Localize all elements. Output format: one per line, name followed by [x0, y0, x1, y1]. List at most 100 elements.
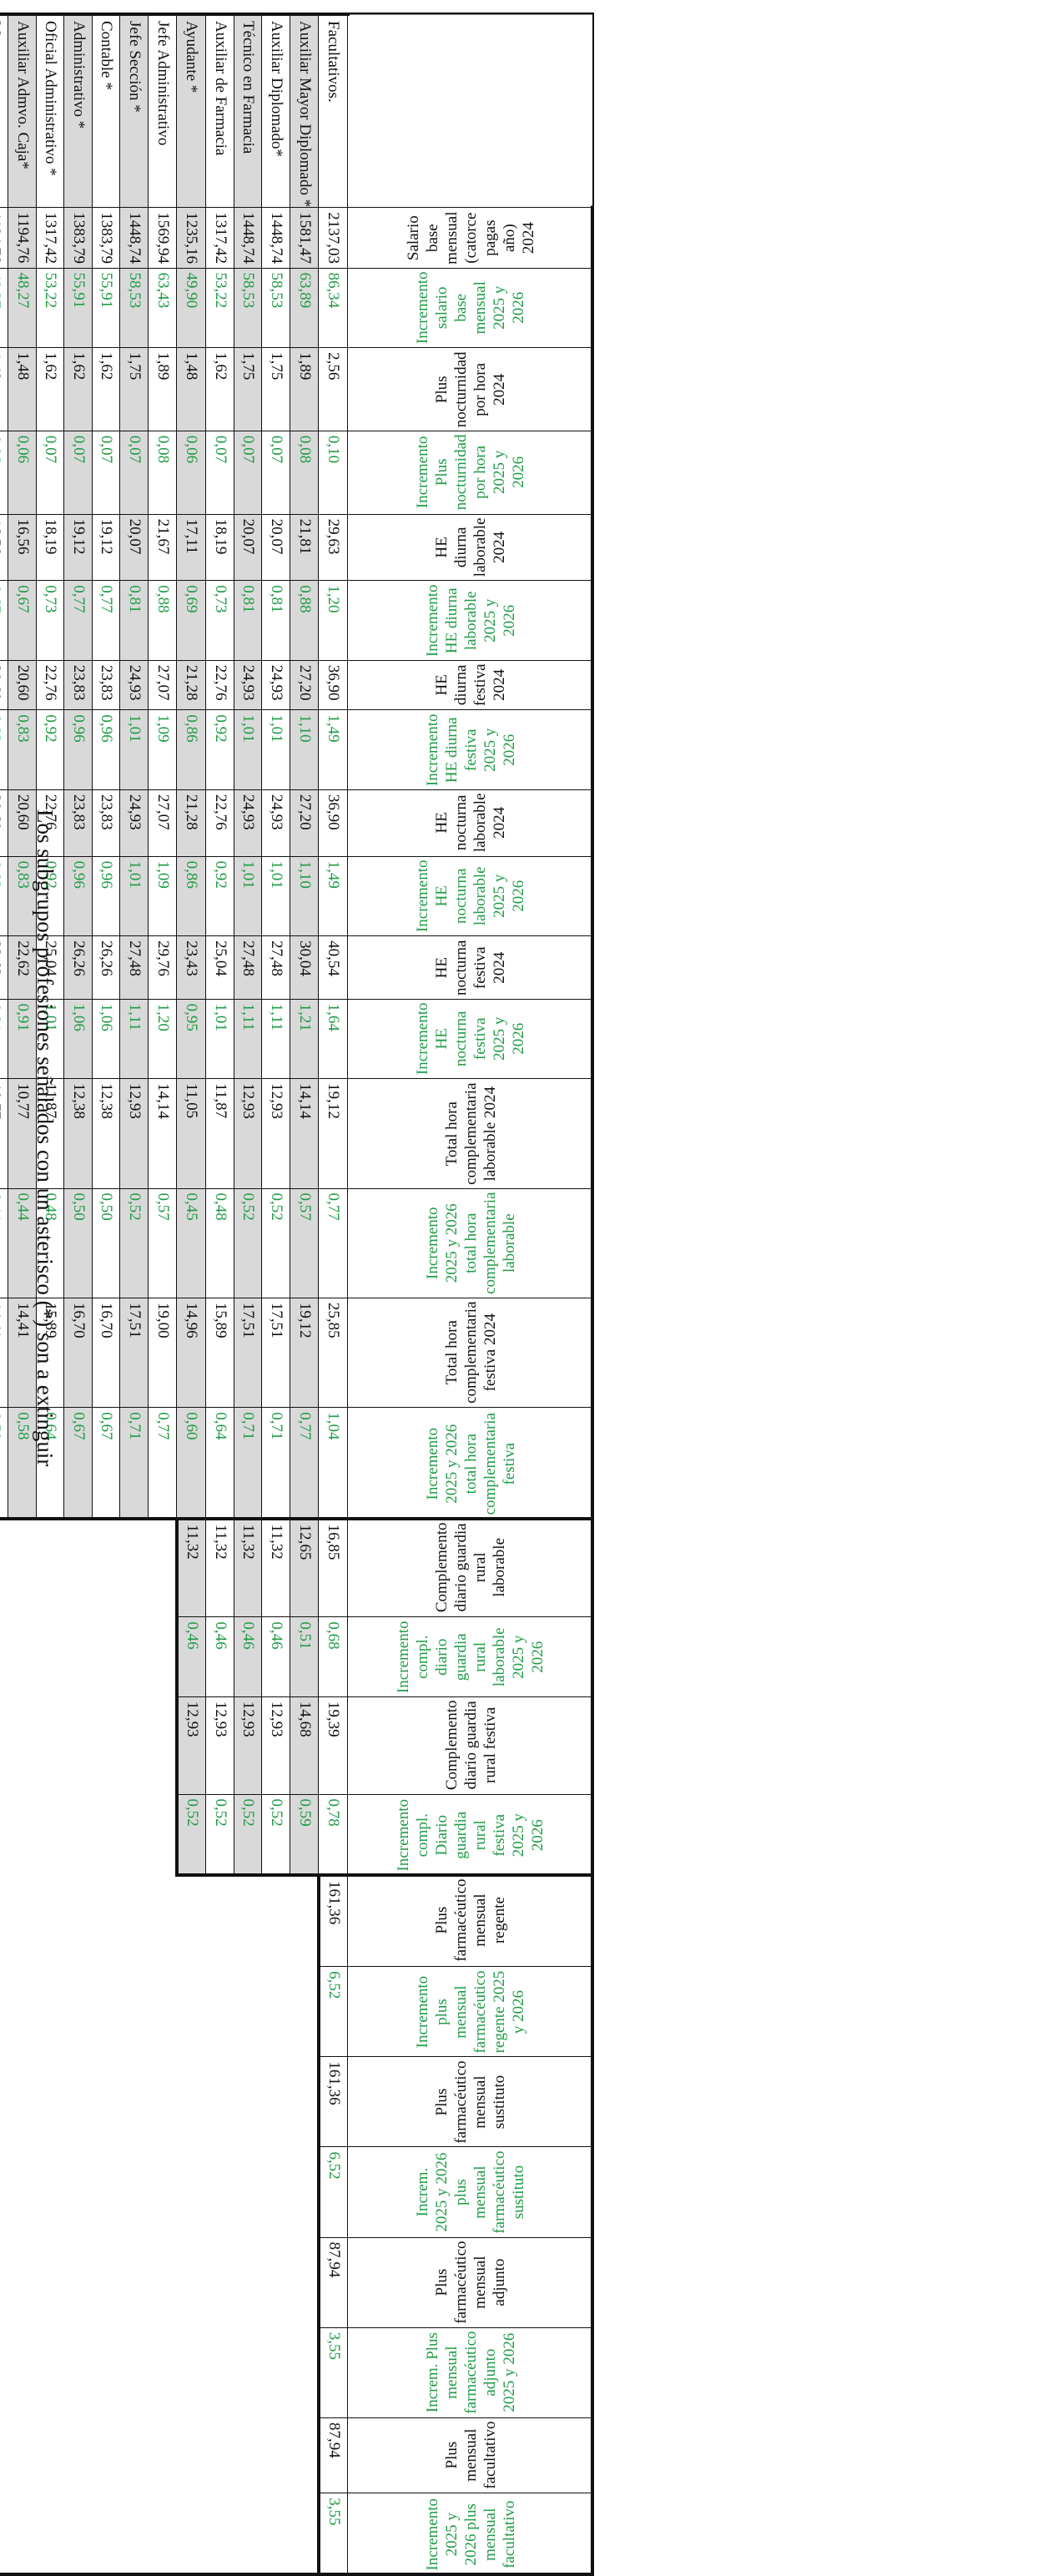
column-header: Incremento HE diurna festiva 2025 y 2026	[348, 709, 592, 790]
table-cell: 26,26	[92, 935, 120, 1000]
empty-cell	[290, 2146, 319, 2238]
table-cell: 0,81	[262, 580, 290, 661]
column-header: Plus farmacéutico mensual regente	[348, 1875, 592, 1967]
table-cell: 15,89	[206, 1298, 234, 1408]
table-cell: 11,32	[234, 1518, 262, 1617]
table-cell: 1317,42	[206, 207, 234, 269]
table-cell: 0,81	[120, 580, 149, 661]
empty-cell	[177, 2417, 206, 2493]
table-cell: 25,85	[319, 1298, 348, 1408]
empty-cell	[120, 1875, 149, 1967]
empty-cell	[36, 1794, 64, 1876]
empty-cell	[234, 2056, 262, 2147]
table-cell: 40,54	[319, 935, 348, 1000]
empty-cell	[92, 2237, 120, 2328]
table-cell: 12,65	[290, 1518, 319, 1617]
empty-cell	[36, 1966, 64, 2057]
table-cell: 48,27	[0, 268, 8, 348]
empty-cell	[36, 2417, 64, 2493]
table-cell: 0,52	[206, 1794, 234, 1876]
table-cell: 0,45	[177, 1188, 206, 1298]
empty-cell	[206, 2327, 234, 2418]
table-cell: 0,78	[319, 1794, 348, 1876]
empty-cell	[120, 2237, 149, 2328]
table-cell: 24,93	[120, 660, 149, 710]
empty-cell	[0, 1616, 8, 1697]
table-cell: 30,04	[290, 935, 319, 1000]
table-cell: 0,96	[64, 709, 93, 790]
table-cell: 53,22	[206, 268, 234, 348]
table-cell: 20,07	[120, 514, 149, 581]
table-cell: 0,77	[148, 1407, 177, 1519]
table-cell: 0,52	[234, 1794, 262, 1876]
table-cell: 0,86	[177, 856, 206, 936]
table-cell: 0,07	[92, 431, 120, 515]
table-cell: 27,07	[148, 660, 177, 710]
column-header: Incremento 2025 y 2026 total hora comple…	[348, 1188, 592, 1298]
empty-cell	[206, 2056, 234, 2147]
empty-cell	[262, 2056, 290, 2147]
empty-cell	[234, 2493, 262, 2574]
empty-cell	[290, 1966, 319, 2057]
table-cell: 0,95	[177, 999, 206, 1079]
table-cell: 0,06	[177, 431, 206, 515]
table-cell: 17,51	[262, 1298, 290, 1408]
table-cell: 36,90	[319, 789, 348, 857]
empty-cell	[148, 1518, 177, 1617]
empty-cell	[148, 1875, 177, 1967]
table-cell: 1194,76	[0, 207, 8, 269]
column-header: HE nocturna festiva 2024	[348, 935, 592, 1000]
table-cell: 22,76	[206, 789, 234, 857]
table-cell: 21,81	[290, 514, 319, 581]
empty-cell	[148, 1616, 177, 1697]
table-cell: 0,44	[0, 1188, 8, 1298]
table-cell: 0,07	[206, 431, 234, 515]
column-header: Incremento salario base mensual 2025 y 2…	[348, 268, 592, 348]
row-label: Ayudante *	[177, 14, 206, 208]
empty-cell	[177, 1875, 206, 1967]
table-cell: 24,93	[262, 660, 290, 710]
table-cell: 0,46	[234, 1616, 262, 1697]
table-cell: 0,50	[92, 1188, 120, 1298]
table-cell: 12,93	[177, 1696, 206, 1794]
table-cell: 0,71	[262, 1407, 290, 1519]
empty-cell	[120, 1794, 149, 1876]
empty-cell	[206, 2417, 234, 2493]
table-cell: 19,00	[148, 1298, 177, 1408]
empty-cell	[206, 2237, 234, 2328]
table-cell: 11,32	[262, 1518, 290, 1617]
empty-cell	[290, 2056, 319, 2147]
empty-cell	[0, 1794, 8, 1876]
table-cell: 55,91	[64, 268, 93, 348]
table-cell: 0,88	[148, 580, 177, 661]
table-cell: 1,20	[148, 999, 177, 1079]
table-cell: 1,10	[290, 709, 319, 790]
empty-cell	[148, 2237, 177, 2328]
empty-cell	[8, 1518, 37, 1617]
empty-cell	[177, 2327, 206, 2418]
table-cell: 6,52	[319, 2146, 348, 2238]
empty-cell	[262, 2327, 290, 2418]
salary-table: Salario base mensual (catorce pagas año)…	[0, 13, 594, 2576]
empty-cell	[262, 2493, 290, 2574]
table-cell: 0,50	[64, 1188, 93, 1298]
empty-cell	[92, 2493, 120, 2574]
row-label: Administrativo *	[64, 14, 93, 208]
empty-cell	[177, 1966, 206, 2057]
empty-cell	[234, 2237, 262, 2328]
table-cell: 1,75	[262, 347, 290, 431]
table-cell: 0,67	[92, 1407, 120, 1519]
empty-cell	[148, 1696, 177, 1794]
table-cell: 19,12	[64, 514, 93, 581]
row-label: Auxiliar Admvo. Caja*	[8, 14, 37, 208]
table-cell: 27,48	[120, 935, 149, 1000]
table-cell: 19,12	[290, 1298, 319, 1408]
table-cell: 0,88	[290, 580, 319, 661]
table-cell: 0,67	[64, 1407, 93, 1519]
table-cell: 2,56	[319, 347, 348, 431]
